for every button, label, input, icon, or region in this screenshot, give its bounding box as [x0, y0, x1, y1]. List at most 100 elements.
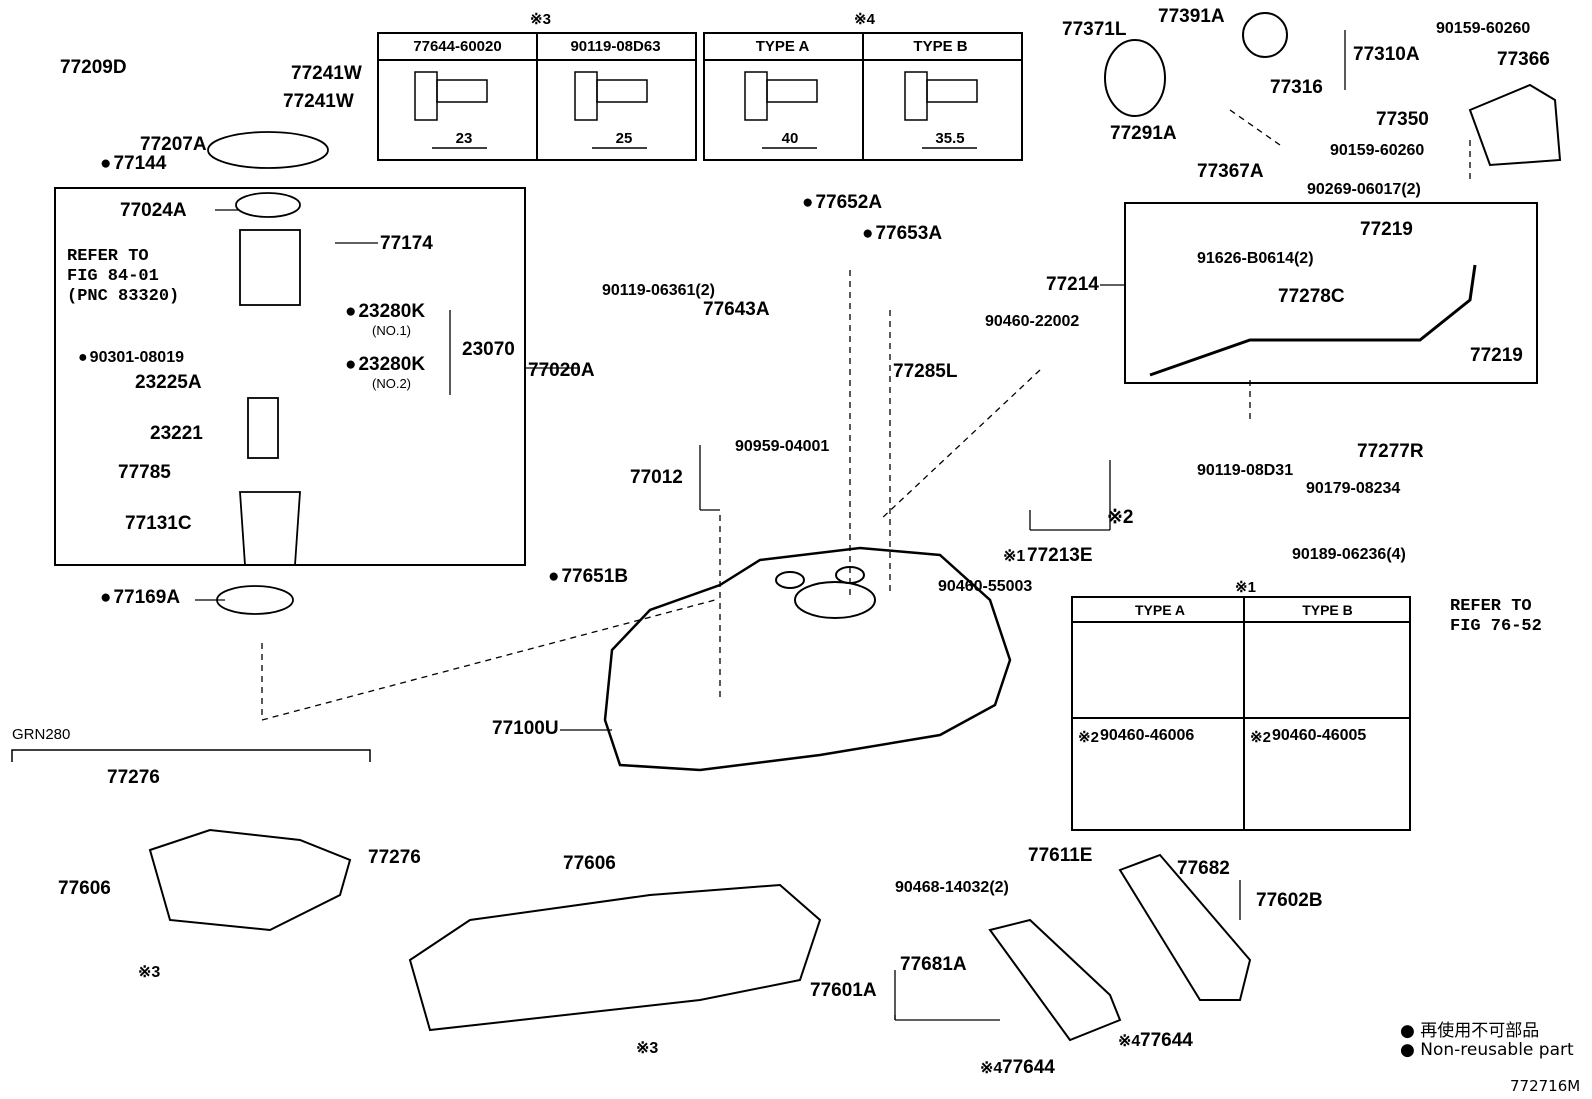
- label-90119-06361: 90119-06361(2): [602, 282, 715, 299]
- legend-jp: ● 再使用不可部品: [1400, 1016, 1539, 1041]
- label-77209D: 77209D: [60, 57, 127, 78]
- label-77214: 77214: [1046, 274, 1099, 295]
- mark-4-a: ※4: [980, 1060, 1003, 1077]
- inset-1-mark2-b: ※2: [1250, 729, 1271, 746]
- label-77020A: 77020A: [528, 360, 595, 381]
- inset-table-3-frame: [377, 32, 697, 161]
- band-77682: [1118, 853, 1252, 1001]
- protector-left: [148, 828, 352, 932]
- bolt-drawings: [414, 71, 978, 149]
- label-77207A: 77207A: [140, 134, 207, 155]
- mark-2: ※2: [1107, 507, 1134, 528]
- label-90460-22002: 90460-22002: [985, 313, 1080, 330]
- label-23225A: 23225A: [135, 372, 202, 393]
- label-77785: 77785: [118, 462, 171, 483]
- label-77643A: 77643A: [703, 299, 770, 320]
- inset-1-mark2-a: ※2: [1078, 729, 1099, 746]
- inset-4-dim-b: 35.5: [935, 130, 965, 147]
- inset-table-4-frame: [703, 32, 1023, 161]
- label-91626-B0614: 91626-B0614(2): [1197, 250, 1314, 267]
- label-90189-06236: 90189-06236(4): [1292, 546, 1406, 563]
- inset-1-part-b: 90460-46005: [1272, 727, 1367, 744]
- label-23070: 23070: [462, 339, 515, 360]
- legend-jp-text: 再使用不可部品: [1420, 1021, 1540, 1041]
- refer-to-a: REFER TO: [67, 247, 149, 266]
- label-77219-1: 77219: [1360, 219, 1413, 240]
- label-77606-2: 77606: [563, 853, 616, 874]
- label-77644-a: 77644: [1002, 1057, 1055, 1078]
- label-90159-60260-a: 90159-60260: [1436, 20, 1531, 37]
- label-77611E: 77611E: [1028, 845, 1093, 866]
- label-90468-14032: 90468-14032(2): [895, 879, 1009, 896]
- inset-1-part-a: 90460-46006: [1100, 727, 1195, 744]
- fuel-tank-outline: [603, 546, 1012, 772]
- mark-4-b: ※4: [1118, 1033, 1141, 1050]
- mark-3-b: ※3: [636, 1040, 659, 1057]
- label-77276-2: 77276: [368, 847, 421, 868]
- inset-1-col-b: TYPE B: [1302, 602, 1353, 618]
- inset-4-col-a: TYPE A: [755, 38, 810, 55]
- label-77144: 77144: [100, 154, 166, 174]
- pump-module-frame: [54, 187, 526, 566]
- label-23221: 23221: [150, 423, 203, 444]
- label-23280K-2: 23280K: [345, 355, 425, 375]
- fuel-lid-drawing: [1468, 83, 1562, 167]
- label-90159-60260-b: 90159-60260: [1330, 142, 1425, 159]
- label-90959-04001: 90959-04001: [735, 438, 830, 455]
- label-77606-1: 77606: [58, 878, 111, 899]
- refer-to-b: FIG 84-01: [67, 267, 159, 286]
- inset-4-mark: ※4: [854, 11, 875, 28]
- diagram-code: 772716M: [1510, 1077, 1581, 1095]
- label-77291A: 77291A: [1110, 123, 1177, 144]
- inset-1-mark: ※1: [1235, 579, 1256, 596]
- filler-pipe-drawing: [1149, 264, 1477, 377]
- label-77241W-2: 77241W: [283, 91, 354, 112]
- inset-3-mark: ※3: [530, 11, 551, 28]
- label-90301-08019: 90301-08019: [78, 349, 184, 366]
- label-77219-2: 77219: [1470, 345, 1523, 366]
- label-77391A: 77391A: [1158, 6, 1225, 27]
- dashed-leaders: [261, 109, 1471, 721]
- refer-to-c: (PNC 83320): [67, 287, 180, 306]
- label-77601A: 77601A: [810, 980, 877, 1001]
- inset-4-col-b: TYPE B: [913, 38, 968, 55]
- label-77024A: 77024A: [120, 200, 187, 221]
- label-90179-08234: 90179-08234: [1306, 480, 1401, 497]
- label-77278C: 77278C: [1278, 286, 1345, 307]
- label-77651B: 77651B: [548, 567, 628, 587]
- label-77241W-1: 77241W: [291, 63, 362, 84]
- legend-en-text: Non-reusable part: [1420, 1040, 1574, 1060]
- label-77367A: 77367A: [1197, 161, 1264, 182]
- label-no2: (NO.2): [372, 376, 411, 391]
- label-77682: 77682: [1177, 858, 1230, 879]
- label-90119-08D31: 90119-08D31: [1197, 462, 1294, 479]
- label-77276-1: 77276: [107, 767, 160, 788]
- fuel-cap-drawing: [1104, 39, 1166, 117]
- label-77285L: 77285L: [893, 361, 958, 382]
- label-90269-06017: 90269-06017(2): [1307, 181, 1421, 198]
- legend-dot-icon: ●: [1400, 1040, 1415, 1060]
- label-77277R: 77277R: [1357, 441, 1424, 462]
- label-77174: 77174: [380, 233, 433, 254]
- inset-3-dim-a: 23: [455, 130, 473, 147]
- inset-3-col-b: 90119-08D63: [570, 38, 661, 55]
- refer2-b: FIG 76-52: [1450, 617, 1542, 636]
- legend-en: ● Non-reusable part: [1400, 1040, 1574, 1060]
- model-bracket-label: GRN280: [12, 726, 71, 743]
- label-77602B: 77602B: [1256, 890, 1323, 911]
- band-77681A: [988, 918, 1122, 1042]
- protector-center: [408, 883, 822, 1032]
- label-77316: 77316: [1270, 77, 1323, 98]
- leader-lines: [195, 30, 1346, 1021]
- mark-3-a: ※3: [138, 964, 161, 981]
- label-77169A: 77169A: [100, 588, 180, 608]
- label-77366: 77366: [1497, 49, 1550, 70]
- label-77350: 77350: [1376, 109, 1429, 130]
- inset-3-dim-b: 25: [615, 130, 633, 147]
- label-77653A: 77653A: [862, 224, 942, 244]
- inset-3-col-a: 77644-60020: [413, 38, 502, 55]
- label-77100U: 77100U: [492, 718, 559, 739]
- mark-1-77213E: ※1: [1003, 548, 1026, 565]
- label-77371L: 77371L: [1062, 19, 1127, 40]
